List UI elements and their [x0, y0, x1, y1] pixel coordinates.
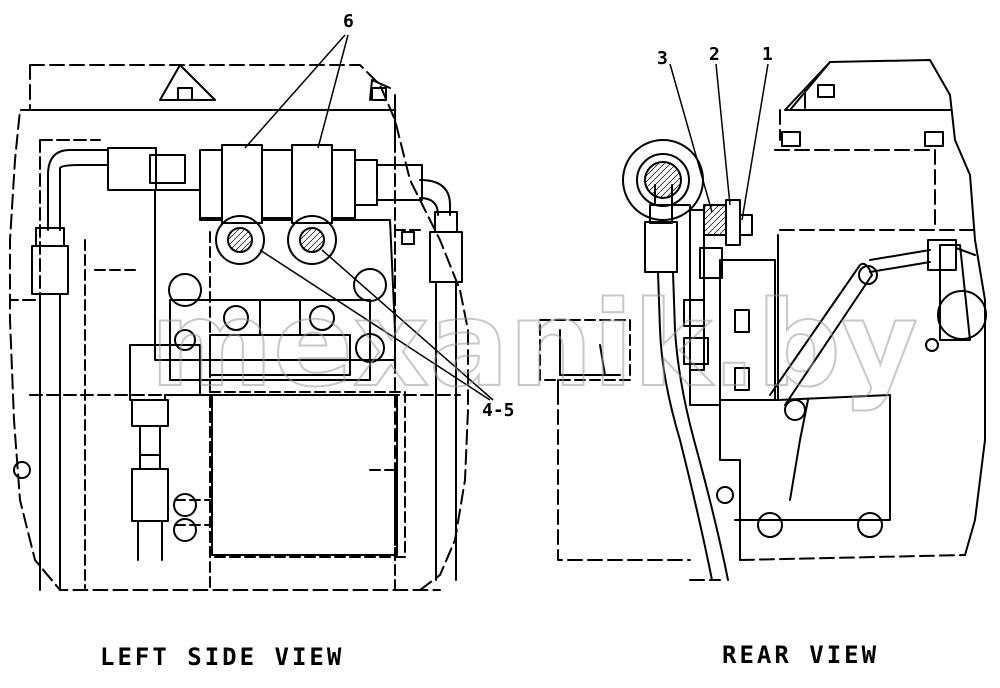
callout-4-5: 4-5 — [482, 400, 515, 421]
left-housing-top-band — [29, 94, 396, 141]
right-hose-fittings — [376, 164, 463, 581]
lower-hose — [131, 399, 169, 561]
rear-housing-outline — [789, 59, 986, 556]
bracket-stack — [683, 199, 753, 406]
rear-pipe-right — [869, 249, 931, 273]
solenoid-mount-bolts — [168, 215, 387, 363]
leader-2 — [715, 63, 731, 206]
rear-left-box — [539, 319, 631, 391]
filter-canister — [209, 391, 406, 558]
left-hydraulic-line — [47, 149, 109, 231]
left-hose-fittings — [31, 147, 186, 591]
left-misc-dashes — [84, 239, 396, 591]
leader-6-b — [317, 34, 349, 149]
rear-lower-plate — [719, 259, 776, 561]
callout-3: 3 — [657, 48, 668, 69]
leader-1 — [741, 63, 769, 221]
callout-1: 1 — [762, 44, 773, 65]
leader-45-b — [321, 249, 494, 401]
top-bolts — [177, 87, 387, 101]
rear-leader-lines — [669, 63, 769, 221]
left-side-view — [9, 64, 469, 591]
rear-port — [937, 290, 987, 340]
rear-inner-panel — [559, 329, 621, 376]
rear-vertical-hose — [657, 271, 729, 581]
rear-bracket — [784, 61, 951, 111]
watermark-text: mexanik.by — [150, 275, 918, 413]
top-bracket-triangle — [159, 64, 391, 101]
callout-2: 2 — [709, 44, 720, 65]
rear-housing-dash — [557, 109, 976, 581]
solenoid-body — [199, 144, 378, 224]
rear-main-body — [719, 234, 971, 521]
rear-right-fitting — [927, 239, 957, 271]
rear-top-bolts — [781, 84, 944, 147]
elbow-fitting — [129, 344, 201, 401]
left-leader-lines — [244, 34, 494, 401]
leader-6-a — [244, 34, 346, 149]
leader-3 — [669, 63, 713, 213]
leader-45-a — [259, 249, 491, 401]
left-side-view-caption: LEFT SIDE VIEW — [100, 643, 344, 671]
rear-view-caption: REAR VIEW — [722, 641, 879, 669]
rear-view — [539, 59, 987, 581]
lower-valve-block — [169, 299, 371, 381]
callout-6: 6 — [343, 11, 354, 32]
